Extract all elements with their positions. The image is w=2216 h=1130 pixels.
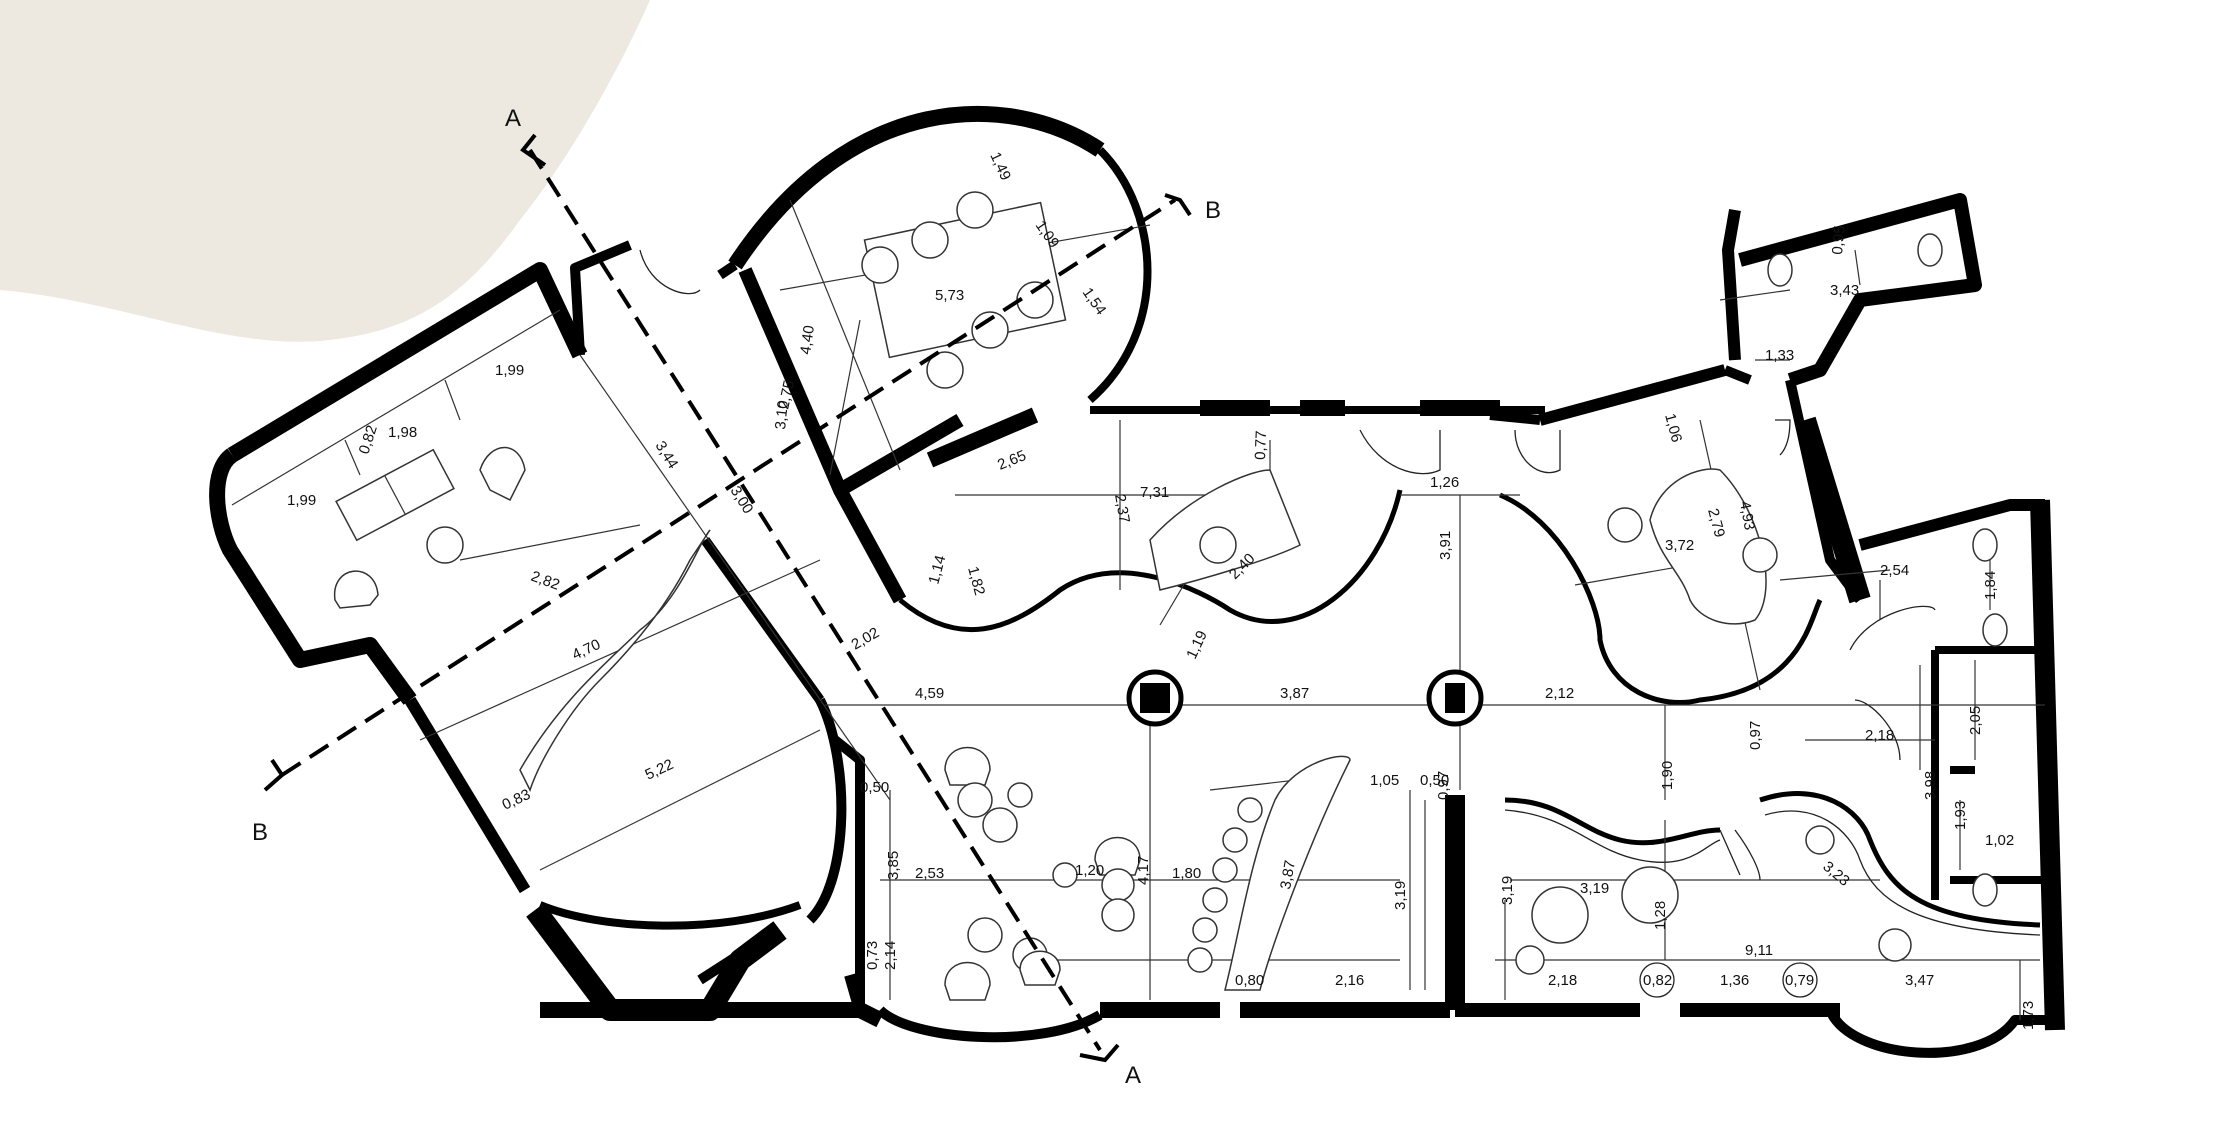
dimension-label: 2,16 [1335,972,1364,989]
section-mark-b-left: B [252,819,268,846]
walls [209,105,2065,1058]
dimension-label: 3,85 [885,851,902,880]
dimension-label: 1,82 [964,565,988,598]
dimension-ring [1782,962,1818,998]
dimension-label: 3,43 [1830,282,1859,299]
dimension-label: 1,26 [1430,474,1459,491]
dimension-label: 1,06 [1661,412,1685,445]
dimension-label: 0,77 [1252,430,1270,460]
doors [639,249,1936,881]
dimension-label: 3,19 [1392,881,1409,910]
dimension-label: 0,97 [1435,771,1452,800]
furniture [334,191,2008,1001]
dimension-label: 2,65 [995,447,1028,474]
dimension-label: 1,98 [388,424,417,441]
dimension-label: 3,19 [1580,880,1609,897]
dimension-label: 2,53 [915,865,944,882]
dimension-label: 4,59 [915,685,944,702]
dimension-label: 2,37 [1111,493,1133,525]
dimension-label: 1,90 [1659,761,1676,790]
dimension-label: 2,02 [849,624,883,653]
dimension-label: 0,95 [1829,225,1848,256]
section-mark-a-bottom: A [1125,1062,1141,1089]
dimension-label: 1,33 [1765,347,1794,364]
dimension-label: 0,82 [1643,972,1672,989]
dimension-label: 2,18 [1548,972,1577,989]
section-mark-b-right: B [1205,197,1221,224]
dimension-label: 2,54 [1880,562,1909,579]
dimension-label: 0,82 [356,423,381,456]
dimension-ring [1639,962,1675,998]
dimension-label: 3,10 [772,400,792,431]
dimension-label: 1,54 [1079,285,1110,319]
dimension-label: 1,73 [2020,1001,2037,1030]
dimension-label: 3,87 [1280,685,1309,702]
dimension-label: 1,28 [1652,901,1669,930]
dimension-label: 4,17 [1135,856,1152,885]
dimension-label: 7,31 [1140,484,1169,501]
dimension-label: 2,12 [1545,685,1574,702]
dimension-label: 3,00 [727,483,757,517]
dimension-label: 2,79 [1704,507,1728,540]
dimension-label: 2,75 [775,379,798,411]
dimension-label: 3,91 [1437,531,1454,560]
dimension-label: 3,72 [1665,537,1694,554]
dimension-label: 1,36 [1720,972,1749,989]
dimension-label: 0,73 [864,941,881,970]
dimension-label: 1,93 [1952,801,1969,830]
dimension-label: 3,44 [652,438,682,472]
dimension-label: 1,14 [925,553,949,586]
columns [1126,669,1484,727]
dimension-label: 0,80 [1235,972,1264,989]
dimension-label: 1,84 [1982,571,1999,600]
dimension-label: 1,80 [1172,865,1201,882]
dimension-label: 0,50 [860,779,889,796]
dimension-label: 4,40 [797,324,818,355]
section-lines [263,133,1192,1063]
dimension-label: 3,47 [1905,972,1934,989]
dimension-label: 2,05 [1967,706,1984,735]
section-mark-a-top: A [505,105,521,132]
dimension-label: 0,83 [500,786,534,814]
dimension-label: 1,49 [986,150,1014,184]
dimension-label: 0,50 [1420,772,1449,789]
dimension-label: 3,87 [1277,859,1299,891]
dimension-labels: 1,99 1,98 1,99 0,82 3,44 2,82 4,70 5,22 … [287,150,2037,1030]
dimension-label: 5,22 [643,756,677,784]
dimension-label: 5,73 [935,287,964,304]
dimension-label: 2,14 [882,941,899,970]
dimension-label: 1,02 [1985,832,2014,849]
dimension-label: 1,99 [287,492,316,509]
dimension-label: 3,19 [1499,876,1516,905]
dimension-label: 1,19 [1183,628,1211,662]
dimension-label: 3,23 [1819,858,1852,890]
dimension-label: 2,18 [1865,727,1894,744]
dimension-label: 9,11 [1745,942,1773,959]
background-blob [0,0,650,342]
dimension-label: 1,99 [495,362,524,379]
dimension-label: 0,79 [1785,972,1814,989]
dimension-label: 3,98 [1922,771,1939,800]
dimension-label: 1,20 [1075,862,1104,879]
dimension-label: 4,93 [1736,500,1758,532]
dimension-label: 0,97 [1747,721,1764,750]
dimension-label: 2,82 [529,568,562,594]
dimension-label: 1,05 [1370,772,1399,789]
